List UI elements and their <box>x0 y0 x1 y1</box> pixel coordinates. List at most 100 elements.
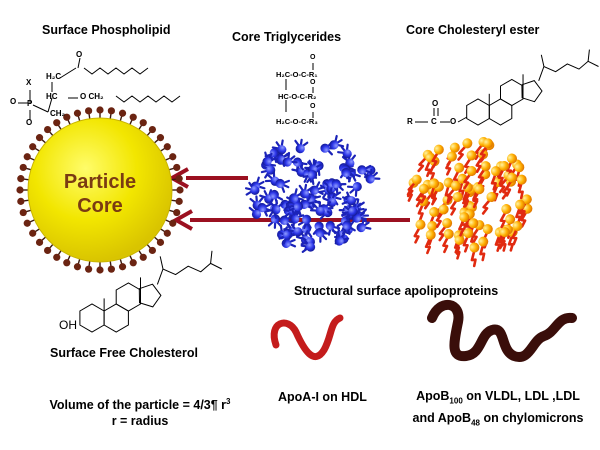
cholesteryl-ester-molecule <box>511 221 523 246</box>
ester-o-double: O <box>432 99 439 108</box>
triglyceride-head <box>251 209 262 219</box>
apob48-line: and ApoB48 on chylomicrons <box>408 410 588 432</box>
ester-tail <box>462 235 469 253</box>
triglyceride-molecule <box>260 164 276 179</box>
steroid-ring <box>79 303 105 333</box>
cholesteryl-ester-molecule <box>406 174 422 198</box>
cholesteryl-ester-molecule <box>478 236 489 262</box>
triglyceride-molecule <box>262 151 277 167</box>
ester-tail <box>424 160 431 178</box>
triglyceride-head <box>282 157 292 167</box>
ester-tail <box>457 145 467 161</box>
ester-tail <box>479 145 488 162</box>
apob100-line: ApoB100 on VLDL, LDL ,LDL <box>408 388 588 410</box>
triglyceride-head <box>307 170 318 180</box>
steroid-ring <box>138 283 162 308</box>
ester-tail <box>505 180 512 197</box>
steroid-methyl <box>540 54 545 67</box>
volume-exponent: 3 <box>226 397 231 406</box>
ester-tail <box>479 244 486 262</box>
phospholipid-x: X <box>26 78 32 87</box>
apob48-suffix: on chylomicrons <box>479 410 584 425</box>
ester-sphere <box>466 166 477 177</box>
ester-sphere <box>499 160 510 171</box>
cholesteryl-ester-molecule <box>442 228 454 254</box>
cholesteryl-ester-molecule <box>438 218 453 242</box>
lipid-headgroup <box>169 219 177 227</box>
ester-sphere <box>512 221 523 232</box>
triglyceride-structure <box>285 63 314 118</box>
structural-apolipoproteins-title: Structural surface apolipoproteins <box>294 284 499 298</box>
phospholipid-o-left: O <box>10 97 17 106</box>
lipid-headgroup <box>29 229 37 237</box>
ester-tail <box>445 159 452 176</box>
ester-sphere <box>425 229 436 240</box>
phospholipid-o-ester: O <box>76 50 83 59</box>
ester-sphere <box>514 162 525 173</box>
lipid-headgroup <box>63 259 71 267</box>
lipid-headgroup <box>19 163 27 172</box>
ester-tail <box>417 157 427 173</box>
lipid-headgroup <box>29 143 37 151</box>
triglyceride-molecule <box>357 164 372 179</box>
lipid-headgroup <box>23 153 31 161</box>
volume-line: Volume of the particle = 4/3¶ r3 <box>20 394 260 413</box>
cholesteryl-ester-molecule <box>424 229 436 255</box>
ester-sphere <box>454 235 465 246</box>
triglyceride-head <box>250 185 260 195</box>
lipid-headgroup <box>73 263 82 271</box>
apoa1-ribbon <box>270 314 344 360</box>
ester-sphere <box>454 162 465 173</box>
triglyceride-head <box>302 214 312 224</box>
volume-prefix: Volume of the particle = 4/3¶ r <box>49 398 227 413</box>
cholesteryl-ester-cluster <box>406 136 533 268</box>
ester-sphere <box>521 194 532 205</box>
triglyceride-molecule <box>294 138 309 154</box>
triglyceride-molecule <box>298 183 313 199</box>
triglyceride-head <box>315 206 325 217</box>
ester-sphere <box>501 204 512 215</box>
ester-sphere <box>462 138 473 149</box>
cholesteryl-ester-molecule <box>490 166 501 191</box>
triglyceride-head <box>365 174 375 184</box>
triglyceride-molecule <box>288 201 304 217</box>
ester-tail <box>413 227 421 244</box>
lipid-headgroup <box>129 259 137 267</box>
lipid-headgroup <box>148 246 156 255</box>
arrow-head <box>171 209 193 231</box>
triglyceride-row-1: H₂C-O-C-R₁ <box>276 70 318 79</box>
triglyceride-molecule <box>300 238 316 253</box>
triglyceride-molecule <box>267 214 283 229</box>
ester-sphere <box>463 228 474 239</box>
triglyceride-molecule <box>309 201 325 217</box>
triglyceride-molecule <box>269 189 284 205</box>
lipid-headgroup <box>176 186 184 194</box>
lipid-headgroup <box>53 119 61 127</box>
cholesteryl-ester-molecule <box>477 161 491 185</box>
phospholipid-ch2-bottom: CH₂ <box>50 109 66 118</box>
ester-sphere <box>474 184 485 195</box>
ester-c: C <box>431 117 437 126</box>
lipid-headgroup <box>139 253 147 261</box>
lipid-headgroup <box>53 253 61 261</box>
ester-sphere <box>506 153 517 164</box>
ester-sphere <box>486 191 497 202</box>
triglyceride-molecule <box>329 134 345 150</box>
ester-tail <box>415 191 424 208</box>
ester-tail <box>429 186 437 204</box>
ester-tail <box>463 173 472 190</box>
triglyceride-head <box>346 196 357 206</box>
apob100-subscript: 100 <box>449 396 463 406</box>
ester-tail <box>498 177 508 194</box>
lipid-headgroup <box>118 263 127 271</box>
steroid-side-chain <box>538 60 599 81</box>
ester-sphere <box>411 174 422 185</box>
cholesteryl-ester-molecule <box>431 144 444 169</box>
ester-sphere <box>516 174 527 185</box>
lipid-headgroup <box>23 219 31 227</box>
phospholipid-o-bottom: O <box>26 118 33 127</box>
lipid-headgroup <box>63 113 71 121</box>
triglyceride-molecule <box>341 153 357 168</box>
ester-sphere <box>442 218 453 229</box>
